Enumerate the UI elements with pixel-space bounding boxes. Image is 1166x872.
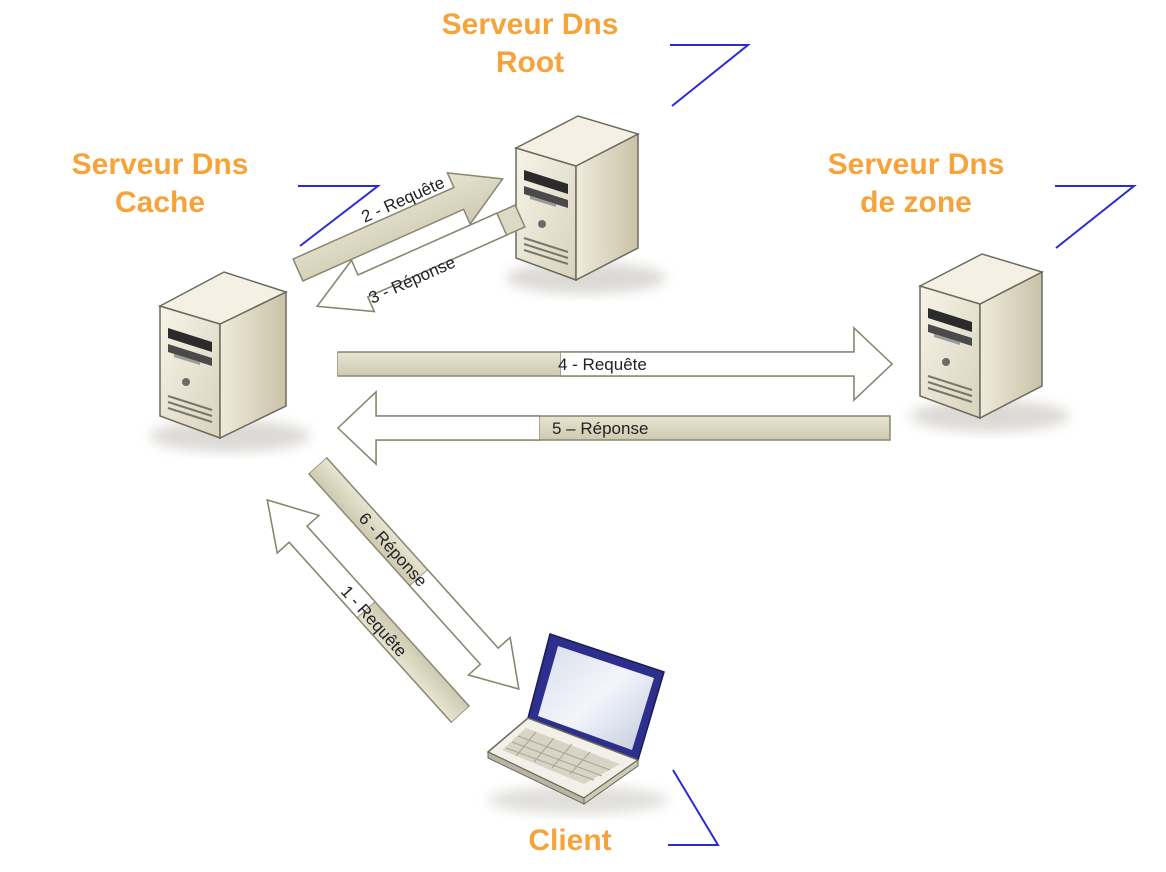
root-title-line1: Serveur Dns	[441, 8, 619, 41]
arrow-5-label: 5 – Réponse	[552, 419, 648, 438]
cache-callout-line	[298, 185, 381, 247]
zone-server-icon	[910, 253, 1070, 432]
root-server-icon	[506, 115, 666, 294]
arrow-3-response	[315, 204, 526, 313]
arrow-1-label: 1 - Requête	[337, 582, 411, 661]
zone-callout-line	[1055, 185, 1137, 249]
client-title-text: Client	[528, 824, 612, 857]
root-callout-line	[670, 44, 751, 107]
root-server-title: Serveur Dns Root	[420, 6, 640, 82]
arrow-1-request	[266, 498, 470, 724]
arrow-4-request: 4 - Requête	[337, 326, 894, 402]
zone-server-title: Serveur Dns de zone	[806, 146, 1026, 222]
arrow-4-label: 4 - Requête	[558, 355, 647, 374]
arrow-5-response: 5 – Réponse	[336, 390, 891, 466]
cache-title-line2: Cache	[114, 186, 206, 219]
zone-title-line2: de zone	[860, 186, 972, 219]
zone-title-line1: Serveur Dns	[827, 148, 1005, 181]
arrow-6-label: 6 - Réponse	[355, 509, 431, 591]
cache-server-icon	[150, 271, 310, 452]
callout-lines	[298, 44, 1137, 846]
client-laptop-icon	[486, 633, 668, 814]
root-title-line2: Root	[495, 46, 565, 79]
client-title: Client	[500, 822, 640, 860]
cache-title-line1: Serveur Dns	[71, 148, 249, 181]
cache-server-title: Serveur Dns Cache	[50, 146, 270, 222]
client-callout-line	[668, 769, 720, 846]
